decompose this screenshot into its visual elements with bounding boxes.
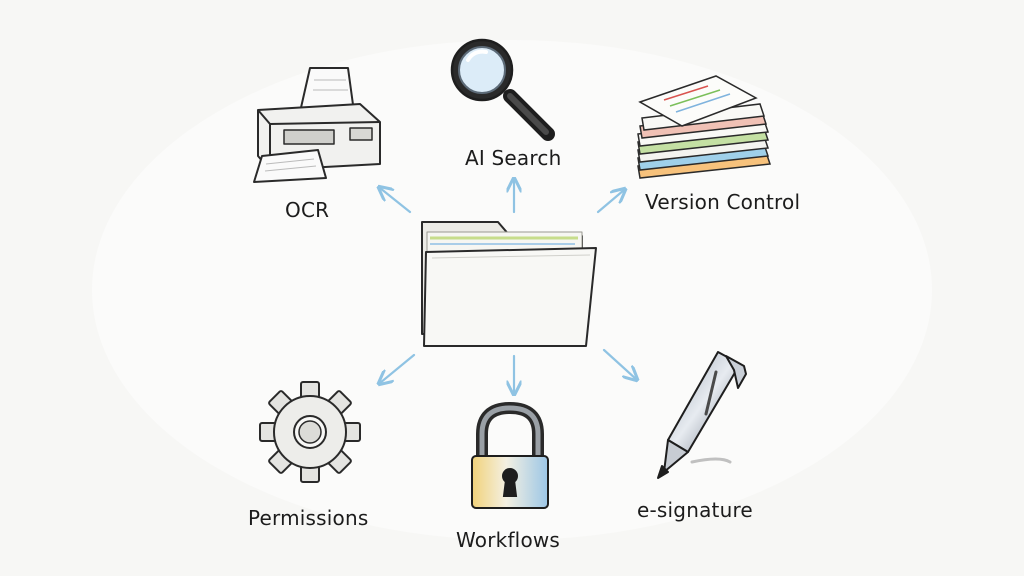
arrow-to-version-control — [596, 190, 624, 214]
arrow-to-e-signature — [602, 348, 636, 379]
pen-icon — [657, 351, 747, 479]
arrows — [380, 180, 636, 393]
magnifier-icon — [450, 38, 555, 141]
label-version-control: Version Control — [645, 190, 801, 214]
arrow-to-permissions — [380, 353, 416, 383]
label-permissions: Permissions — [248, 506, 369, 530]
folder-icon — [421, 221, 597, 347]
arrow-to-ocr — [380, 188, 412, 214]
padlock-icon — [471, 401, 549, 509]
label-e-signature: e-signature — [637, 498, 753, 522]
document-stack-icon — [637, 75, 772, 179]
gear-icon — [259, 381, 361, 483]
label-ocr: OCR — [285, 198, 330, 222]
printer-icon — [253, 67, 381, 183]
label-ai-search: AI Search — [465, 146, 562, 170]
label-workflows: Workflows — [456, 528, 561, 552]
